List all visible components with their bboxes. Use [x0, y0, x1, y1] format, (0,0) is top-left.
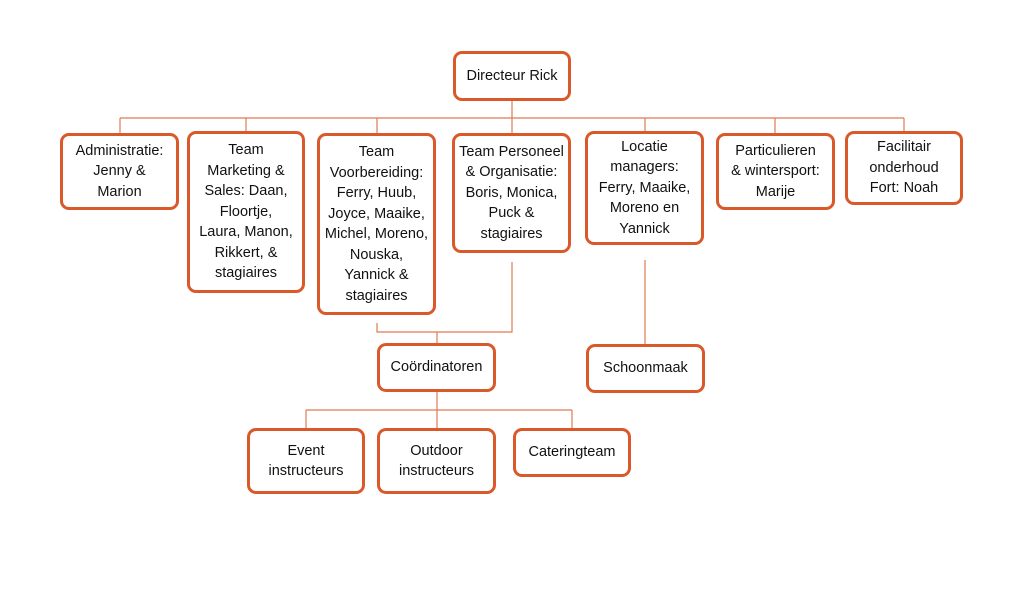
node-cateringteam: Cateringteam [513, 428, 631, 477]
node-marketing-sales-label: Team Marketing & Sales: Daan, Floortje, … [199, 142, 293, 282]
node-marketing-sales: Team Marketing & Sales: Daan, Floortje, … [187, 131, 305, 293]
node-voorbereiding-label: Team Voorbereiding: Ferry, Huub, Joyce, … [324, 144, 429, 304]
node-schoonmaak: Schoonmaak [586, 344, 705, 393]
node-particulieren-label: Particulieren & wintersport: Marije [731, 142, 820, 200]
node-cateringteam-label: Cateringteam [528, 444, 616, 461]
node-event-instructeurs: Event instructeurs [247, 428, 365, 494]
node-outdoor-instructeurs: Outdoor instructeurs [377, 428, 496, 494]
node-directeur: Directeur Rick [453, 51, 571, 101]
node-facilitair-label: Facilitair onderhoud Fort: Noah [869, 139, 939, 197]
node-locatie-managers-label: Locatie managers: Ferry, Maaike, Moreno … [598, 138, 691, 237]
node-coordinatoren: Coördinatoren [377, 343, 496, 392]
connector-personeel-coordinatoren [376, 262, 513, 333]
node-coordinatoren-label: Coördinatoren [390, 359, 483, 376]
node-facilitair: Facilitair onderhoud Fort: Noah [845, 131, 963, 205]
node-schoonmaak-label: Schoonmaak [603, 360, 688, 377]
node-personeel-organisatie-label: Team Personeel & Organisatie: Boris, Mon… [459, 143, 564, 242]
node-locatie-managers: Locatie managers: Ferry, Maaike, Moreno … [585, 131, 704, 245]
node-particulieren: Particulieren & wintersport: Marije [716, 133, 835, 210]
node-administratie: Administratie: Jenny & Marion [60, 133, 179, 210]
node-administratie-label: Administratie: Jenny & Marion [75, 142, 164, 200]
node-personeel-organisatie: Team Personeel & Organisatie: Boris, Mon… [452, 133, 571, 253]
node-voorbereiding: Team Voorbereiding: Ferry, Huub, Joyce, … [317, 133, 436, 315]
node-directeur-label: Directeur Rick [466, 67, 558, 84]
node-outdoor-instructeurs-label: Outdoor instructeurs [399, 442, 474, 480]
node-event-instructeurs-label: Event instructeurs [268, 442, 344, 480]
